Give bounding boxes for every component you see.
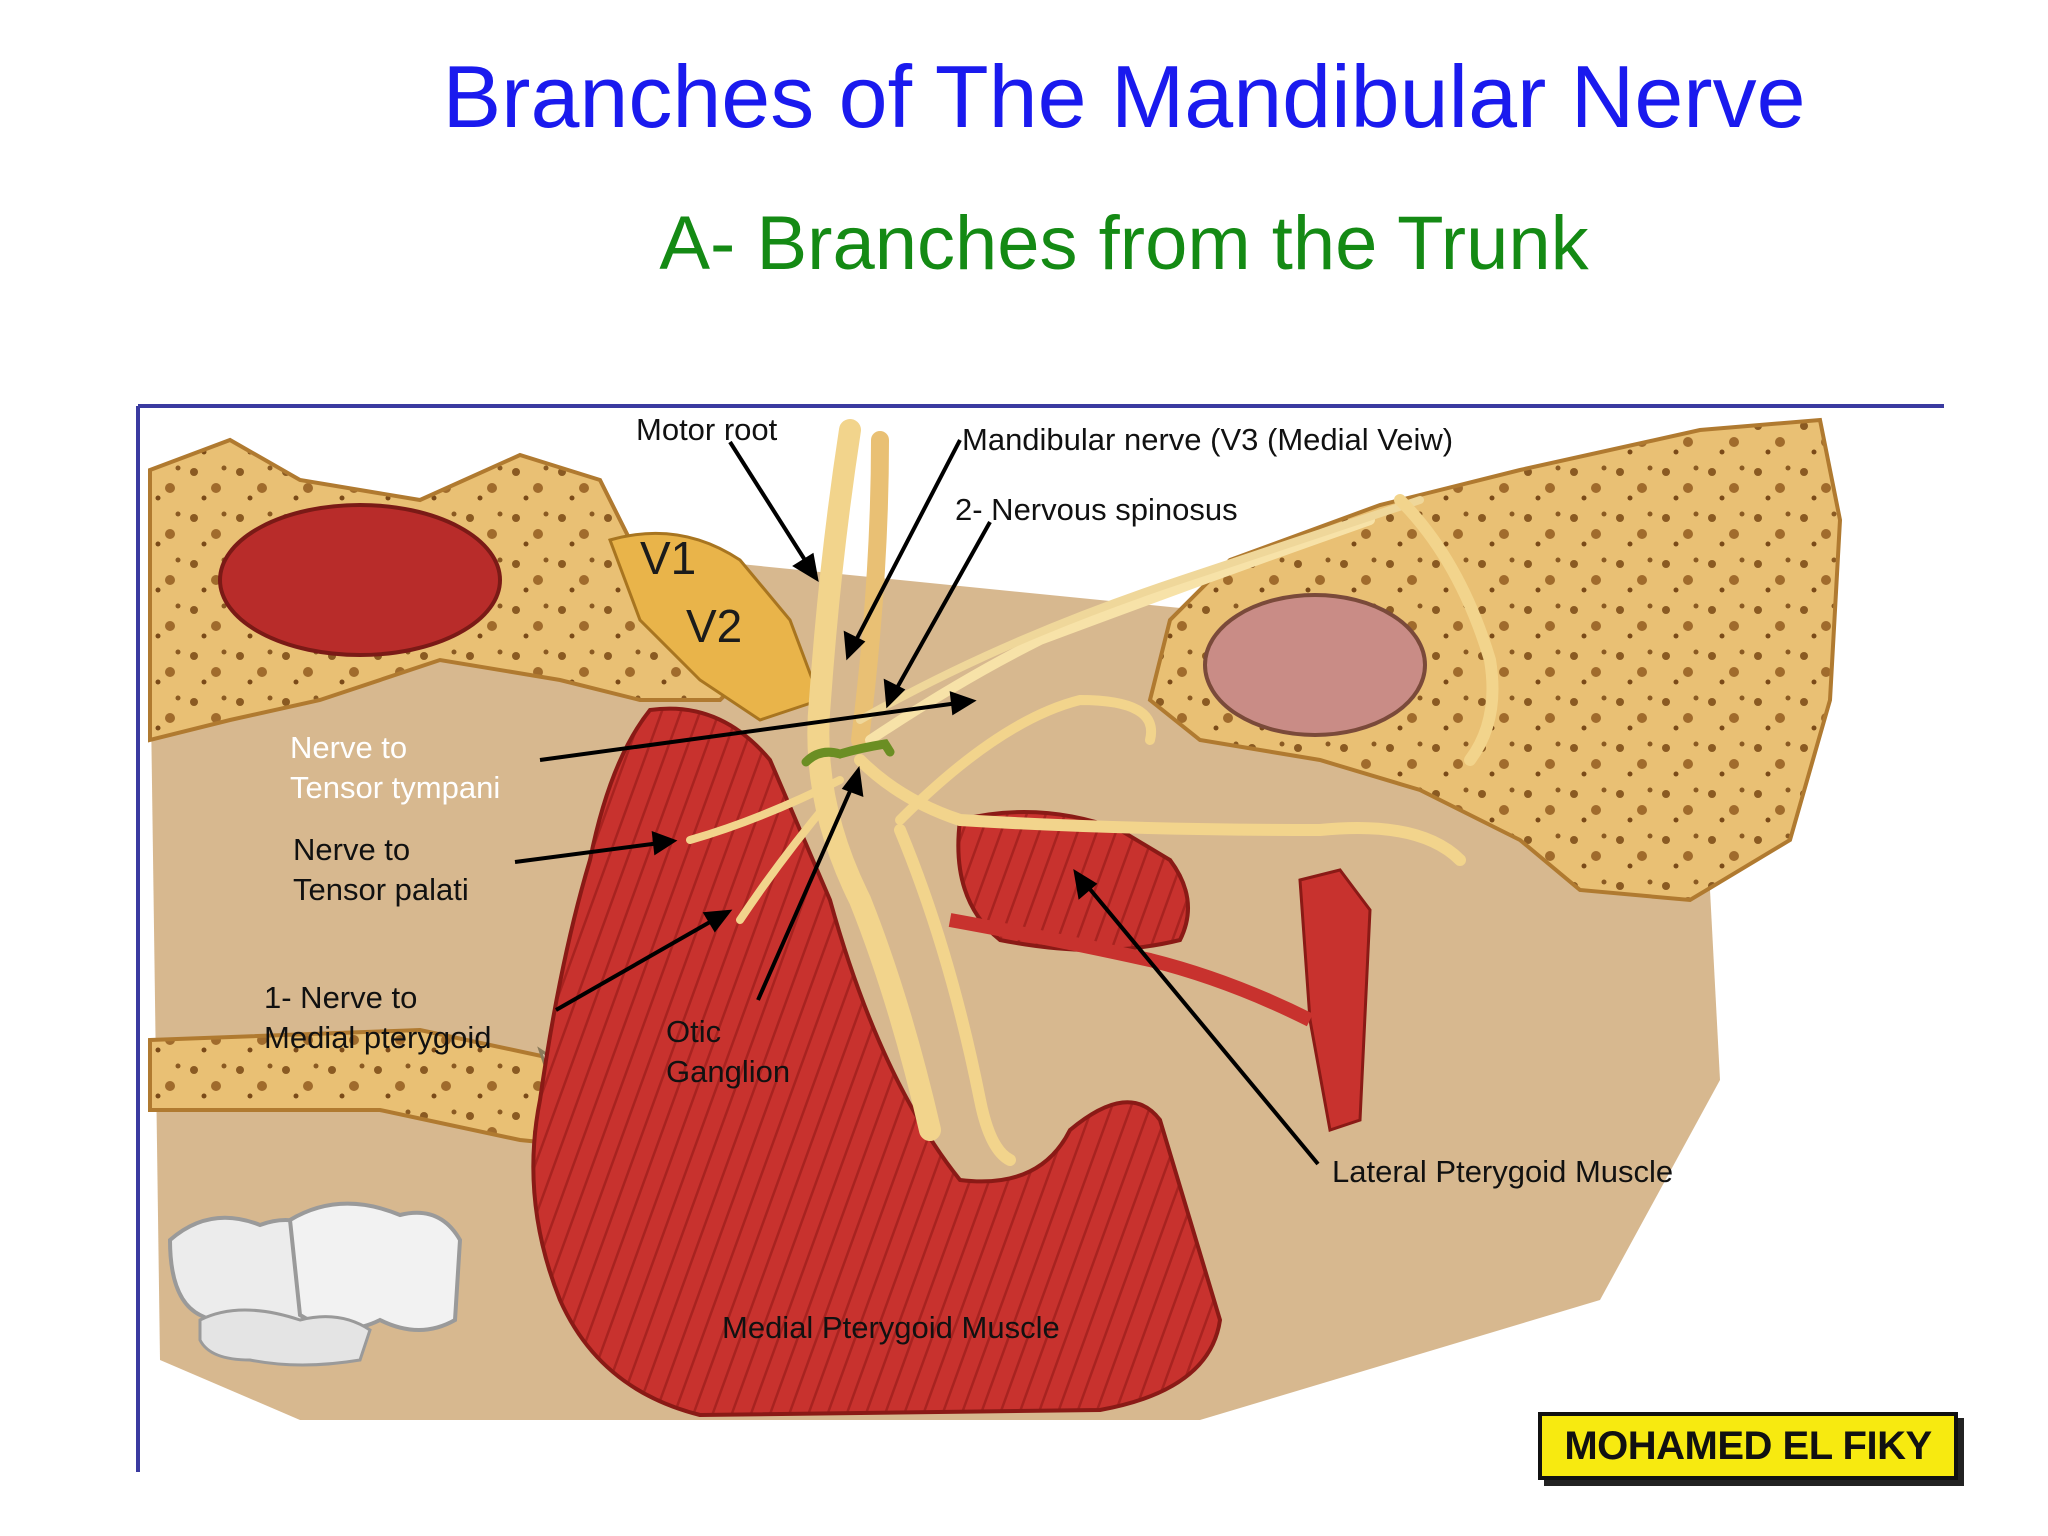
figure-frame <box>136 404 1944 1472</box>
label-lateral-pterygoid-muscle: Lateral Pterygoid Muscle <box>1332 1154 1674 1189</box>
label-motor-root: Motor root <box>636 412 778 447</box>
pointer-arrows <box>514 439 1320 1166</box>
label-mandibular-nerve: Mandibular nerve (V3 (Medial Veiw) <box>962 422 1454 457</box>
arrow-lateral-pterygoid <box>1073 868 1320 1166</box>
author-logo: MOHAMED EL FIKY <box>1538 1412 1958 1480</box>
molar-teeth <box>167 1201 463 1367</box>
medial-pterygoid-muscle <box>531 706 1223 1418</box>
arrow-otic-ganglion <box>756 765 864 1001</box>
arrow-motor-root <box>728 440 819 582</box>
arrow-mandibular-nerve <box>843 439 962 661</box>
label-otic-ganglion: Otic Ganglion <box>666 1014 791 1089</box>
label-nerve-tensor-palati: Nerve to Tensor palati <box>293 832 469 907</box>
tympanic-cavity <box>1203 593 1427 737</box>
trigeminal-ganglion <box>608 531 822 722</box>
sphenoid-sinus <box>218 503 502 657</box>
arrow-tensor-tympani <box>539 691 977 762</box>
label-nerve-medial-pterygoid: 1- Nerve to Medial pterygoid <box>264 980 492 1055</box>
slide-title: Branches of The Mandibular Nerve <box>442 47 1806 146</box>
label-medial-pterygoid-muscle: Medial Pterygoid Muscle <box>722 1310 1060 1345</box>
otic-ganglion-marker <box>801 739 895 767</box>
arrow-medial-pterygoid <box>555 909 733 1012</box>
label-v2: V2 <box>686 600 743 652</box>
nerve-fibers <box>686 419 1499 1166</box>
label-nervous-spinosus: 2- Nervous spinosus <box>955 492 1238 527</box>
arrow-tensor-palati <box>514 831 678 864</box>
slide-subtitle: A- Branches from the Trunk <box>659 201 1589 286</box>
label-nerve-tensor-tympani: Nerve to Tensor tympani <box>290 730 501 805</box>
lateral-pterygoid-muscle <box>956 810 1190 952</box>
arrow-nervous-spinosus <box>883 521 992 709</box>
label-v1: V1 <box>640 532 697 584</box>
